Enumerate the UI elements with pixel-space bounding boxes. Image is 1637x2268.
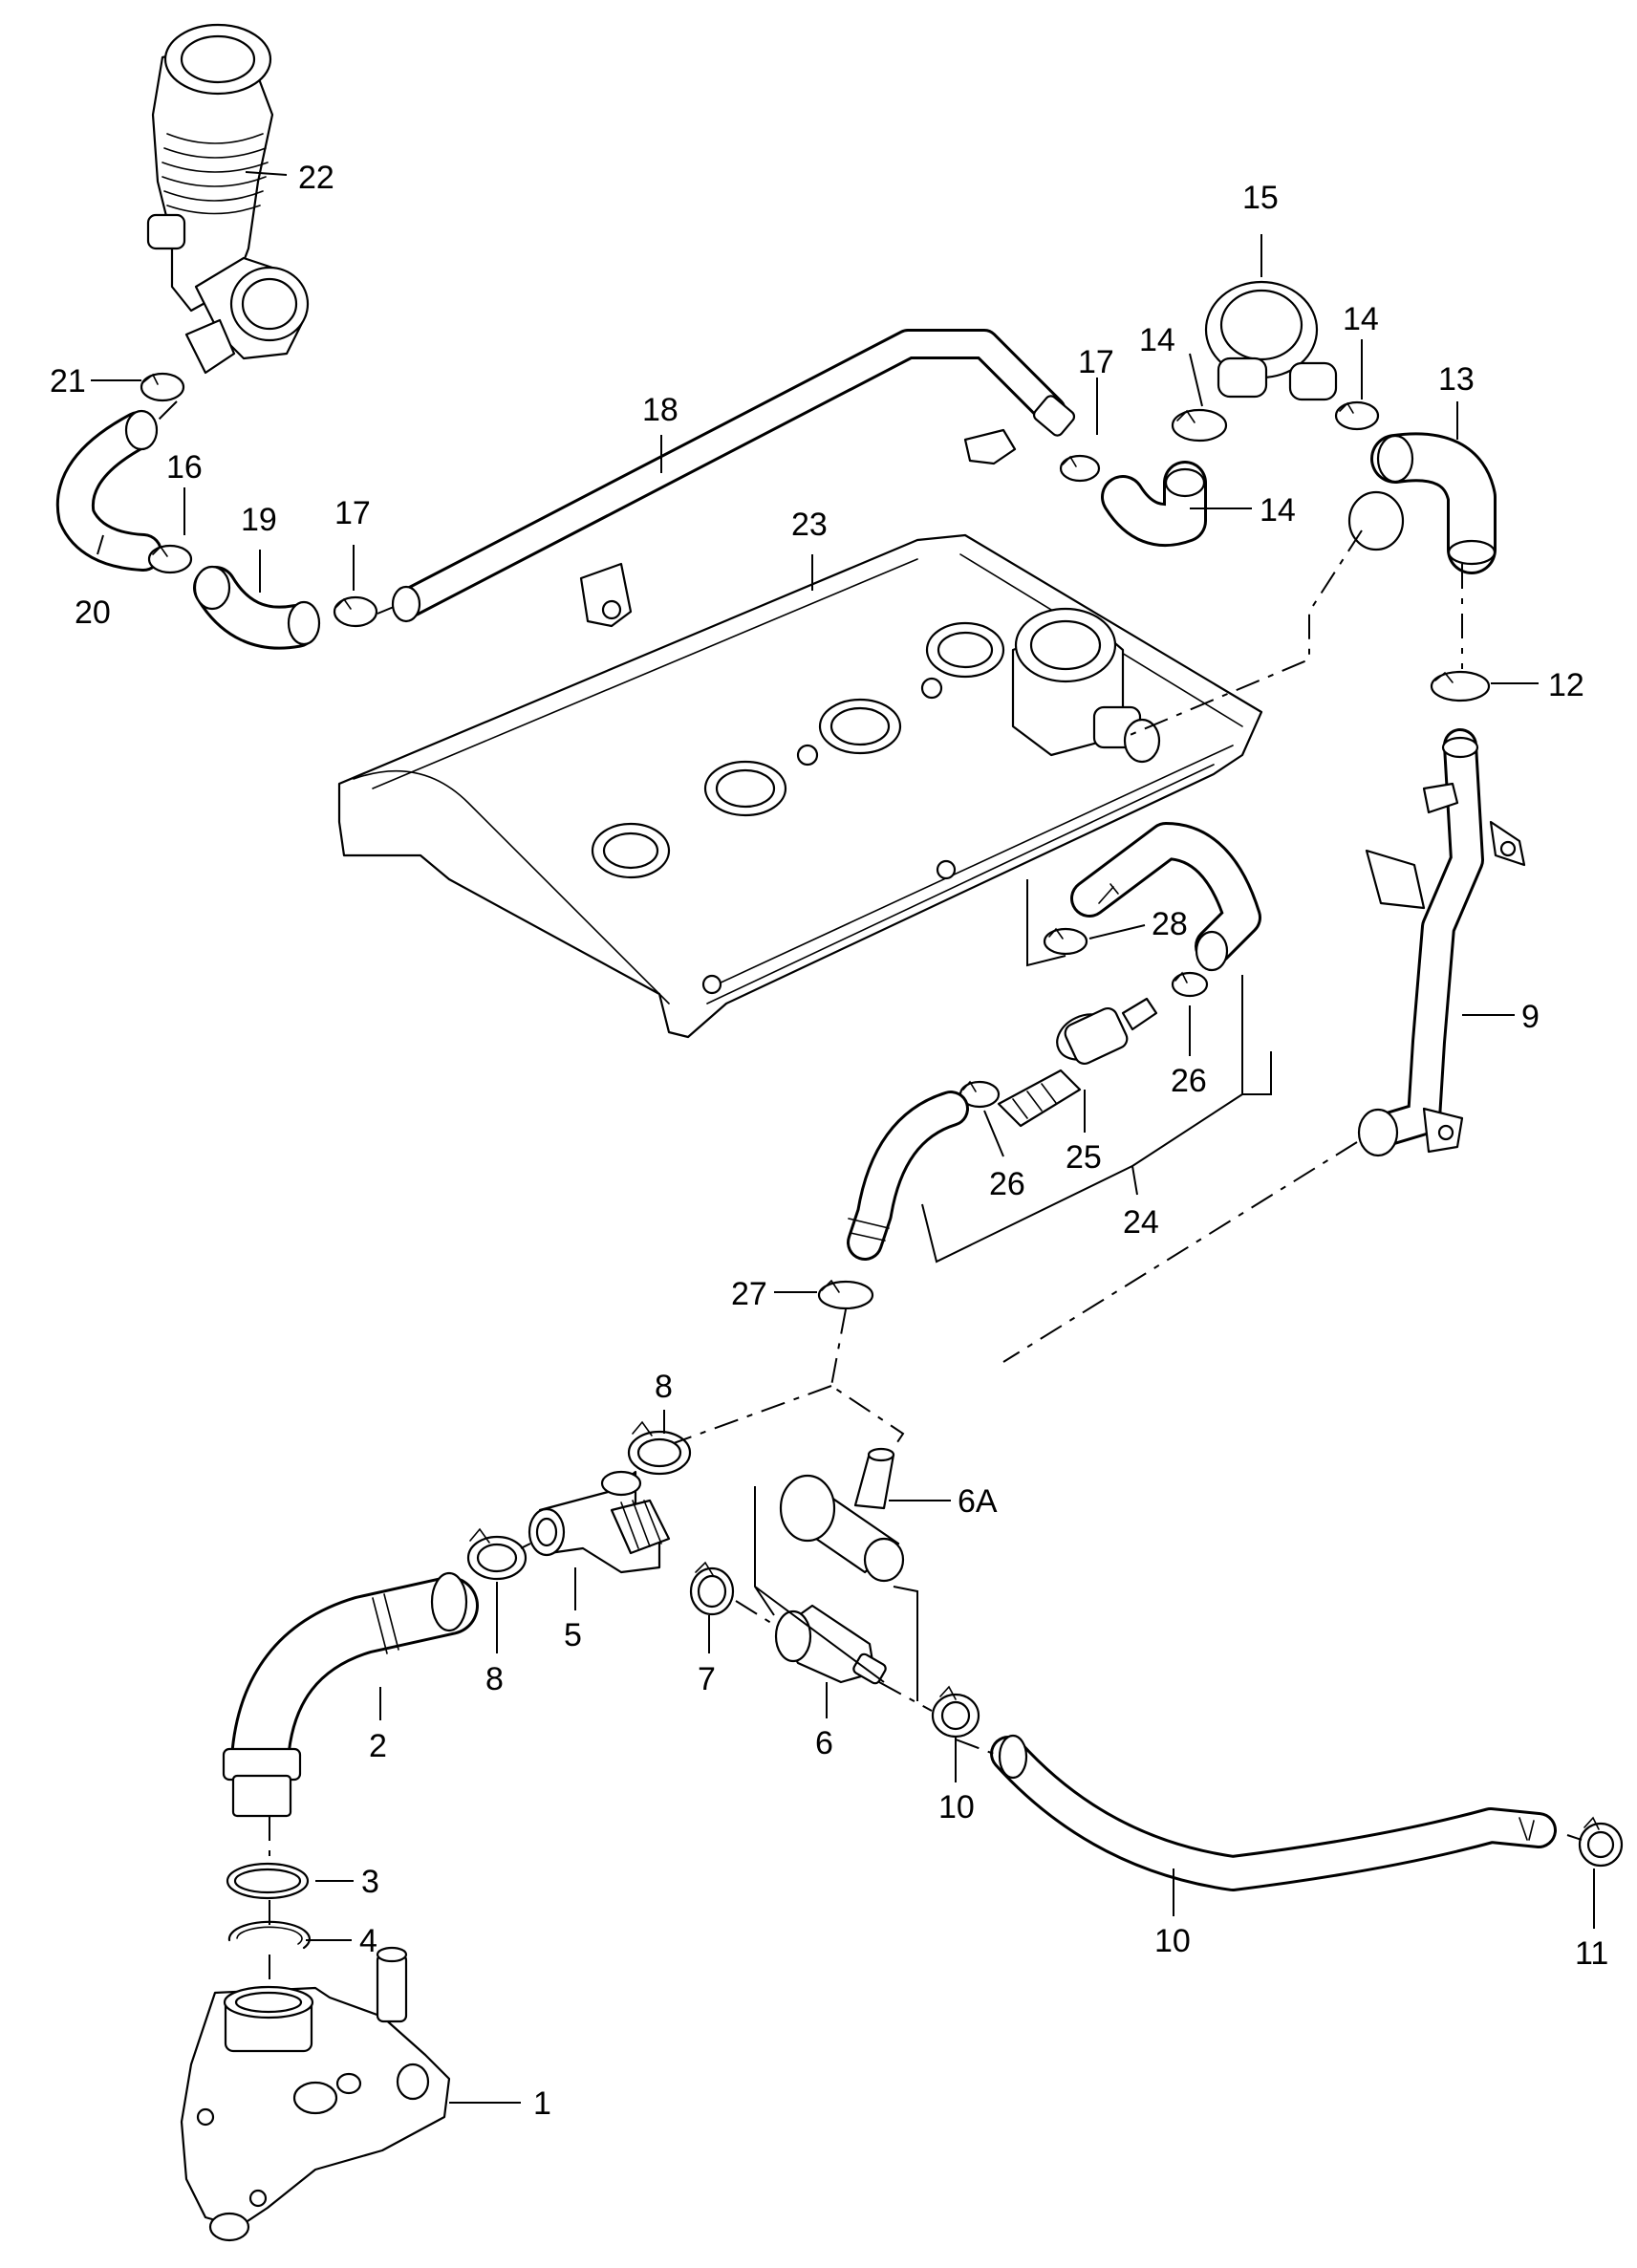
callout-24: 24 <box>1123 1204 1159 1241</box>
assembly-lines <box>152 400 1583 1988</box>
part-26-clamp-a <box>1171 971 1209 998</box>
part-8-clamp-b <box>466 1527 528 1581</box>
part-19-hose <box>193 565 321 650</box>
callout-12: 11 <box>1575 1935 1608 1972</box>
callout-17a: 16 <box>166 449 203 486</box>
callout-17b: 17 <box>334 495 371 531</box>
callout-3: 3 <box>361 1864 379 1900</box>
group-brackets <box>754 879 1272 1701</box>
callout-labels: 22 21 20 16 19 17 18 23 17 14 15 14 13 1… <box>50 160 1608 2122</box>
part-20-hose <box>55 409 162 572</box>
callout-2: 2 <box>369 1728 387 1764</box>
part-6-valve <box>774 1604 887 1685</box>
part-28-hose <box>1043 822 1261 972</box>
part-23-cylinder-head-cover <box>337 533 1263 1039</box>
part-9-pipe <box>1357 728 1526 1157</box>
leader-lines <box>91 171 1595 2104</box>
callout-23: 23 <box>791 507 828 543</box>
callout-14c: 12 <box>1548 667 1584 703</box>
callout-20: 20 <box>75 594 111 631</box>
callout-17c: 17 <box>1078 344 1114 380</box>
callout-19: 19 <box>241 502 277 538</box>
part-27-clamp <box>817 1279 874 1310</box>
part-14-clamp-c <box>1430 670 1491 702</box>
callout-26b: 26 <box>989 1166 1025 1202</box>
part-18-pipe <box>391 329 1076 628</box>
callout-4: 4 <box>359 1923 377 1959</box>
part-1-oil-separator <box>180 1946 451 2242</box>
part-7-clamp <box>689 1561 735 1616</box>
callout-13: 13 <box>1438 361 1475 398</box>
part-8-clamp-a <box>627 1420 692 1476</box>
part-4-circlip <box>227 1920 311 1950</box>
callout-28: 28 <box>1152 906 1188 942</box>
callout-10: 10 <box>1154 1923 1191 1959</box>
callout-8a: 8 <box>655 1369 673 1405</box>
part-3-o-ring <box>226 1862 310 1900</box>
callout-6: 6 <box>815 1725 833 1761</box>
part-24-hose <box>847 1091 969 1261</box>
callout-6a: 6A <box>958 1483 998 1520</box>
callout-8b: 8 <box>485 1661 504 1697</box>
part-21-clamp <box>140 372 185 402</box>
callout-1: 1 <box>533 2085 551 2122</box>
part-16-elbow <box>1101 461 1207 548</box>
part-17-clamp-b <box>333 595 378 628</box>
part-5-t-piece <box>528 1470 671 1574</box>
callout-15: 15 <box>1242 180 1279 216</box>
callout-21: 21 <box>50 363 86 400</box>
part-13-elbow <box>1347 432 1497 574</box>
part-6a-tube <box>779 1447 905 1583</box>
part-17-clamp-a <box>147 544 193 574</box>
callout-11: 10 <box>938 1789 975 1825</box>
part-14-clamp-a <box>1171 408 1228 443</box>
part-10-hose <box>990 1734 1557 1891</box>
callout-18: 18 <box>642 392 678 428</box>
callout-5: 5 <box>564 1617 582 1653</box>
callout-22: 22 <box>298 160 334 196</box>
part-14-clamp-b <box>1334 400 1380 431</box>
callout-26a: 26 <box>1171 1063 1207 1099</box>
callout-27: 27 <box>731 1276 767 1312</box>
part-22-intake-duct <box>146 23 310 375</box>
callout-9: 9 <box>1521 999 1540 1035</box>
callout-7: 7 <box>698 1661 716 1697</box>
part-15-pressure-valve <box>1204 280 1338 401</box>
part-12-clamp <box>1578 1816 1624 1868</box>
callout-16: 14 <box>1260 492 1296 529</box>
part-11-clamp <box>931 1685 980 1739</box>
part-17-clamp-c <box>1059 454 1101 483</box>
callout-14a: 14 <box>1139 322 1175 358</box>
part-2-elbow-hose <box>222 1571 479 1818</box>
callout-25: 25 <box>1066 1139 1102 1176</box>
callout-14b: 14 <box>1343 301 1379 337</box>
part-25-check-valve <box>997 997 1158 1128</box>
